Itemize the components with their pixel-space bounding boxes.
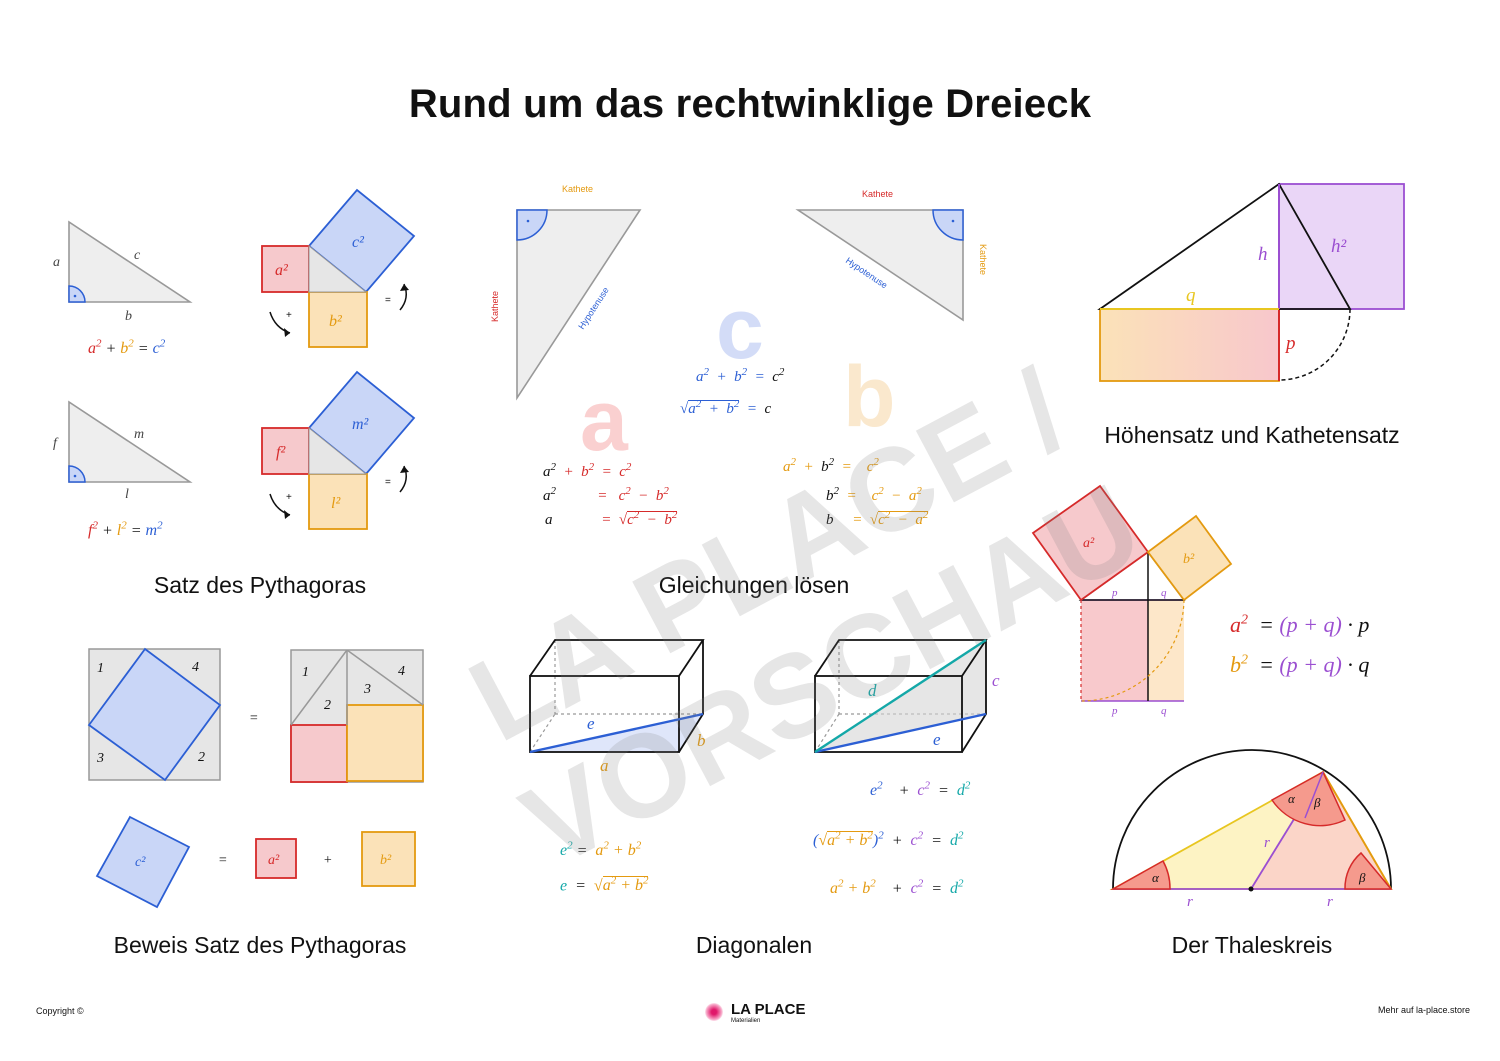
diag-d-eq-2: (√a2 + b2)2 + c2 = d2	[813, 830, 964, 850]
kathete-label-top: Kathete	[562, 184, 593, 194]
diag-e-eq-1: e2 = a2 + b2	[560, 840, 642, 860]
angle-alpha-label-1: α	[1152, 870, 1160, 885]
side-f-label: f	[53, 436, 59, 451]
diag-a-label: a	[600, 756, 609, 775]
svg-text:q: q	[1161, 705, 1167, 717]
big-letter-b: b	[843, 349, 896, 445]
big-letter-c: c	[716, 281, 764, 377]
svg-text:2: 2	[198, 750, 205, 765]
square-f2-label: f²	[276, 444, 286, 461]
diag-e-eq-2: e = √a2 + b2	[560, 875, 649, 895]
solve-b-eq-3: b = √c2 − a2	[826, 509, 929, 528]
radius-label-3: r	[1327, 894, 1333, 910]
svg-text:4: 4	[192, 660, 199, 675]
svg-text:b²: b²	[380, 853, 392, 868]
caption-gleichungen: Gleichungen lösen	[658, 572, 850, 598]
angle-beta-label-1: β	[1358, 870, 1366, 885]
diag-d-eq-3: a2 + b2 + c2 = d2	[830, 878, 964, 898]
solve-c-eq-1: a2 + b2 = c2	[696, 366, 785, 385]
diag-d-label: d	[868, 681, 877, 700]
svg-text:=: =	[385, 295, 391, 306]
segment-p-label: p	[1284, 333, 1296, 354]
angle-beta-label-2: β	[1313, 795, 1321, 810]
solve-b-eq-2: b2 = c2 − a2	[826, 485, 922, 504]
square-h2-label: h²	[1331, 236, 1347, 257]
solve-a-eq-2: a2 = c2 − b2	[543, 485, 669, 504]
radius-label-2: r	[1187, 894, 1193, 910]
caption-hoehensatz: Höhensatz und Kathetensatz	[1104, 422, 1400, 448]
square-l2-label: l²	[331, 495, 341, 512]
square-c2-label: c²	[352, 234, 365, 251]
svg-text:1: 1	[97, 661, 104, 676]
square-m2-label: m²	[352, 416, 370, 433]
segment-q-label: q	[1186, 285, 1196, 306]
square-a2-label: a²	[275, 262, 289, 279]
hypotenuse-label-1: Hypotenuse	[576, 285, 611, 331]
brand-sub: Materialien	[731, 1018, 761, 1024]
solve-a-eq-3: a = √c2 − b2	[545, 509, 678, 528]
svg-text:1: 1	[302, 665, 309, 680]
svg-text:p: p	[1111, 587, 1118, 599]
diag-e-label-1: e	[587, 714, 595, 733]
footer-copyright: Copyright ©	[36, 1006, 84, 1016]
caption-diagonalen: Diagonalen	[695, 932, 813, 958]
side-a-label: a	[53, 255, 60, 270]
svg-text:3: 3	[363, 682, 371, 697]
solve-c-eq-2: √a2 + b2 = c	[680, 398, 772, 417]
square-a2-label-kath: a²	[1083, 536, 1095, 551]
kathetensatz-equation-a: a2 = (p + q) · p	[1230, 612, 1370, 637]
height-h-label: h	[1258, 244, 1268, 265]
kathetensatz-equation-b: b2 = (p + q) · q	[1230, 652, 1370, 677]
pythagoras-equation-1: a2 + b2 = c2	[88, 338, 166, 358]
caption-beweis: Beweis Satz des Pythagoras	[113, 932, 407, 958]
svg-text:p: p	[1111, 705, 1118, 717]
diag-e-label-2: e	[933, 730, 941, 749]
svg-text:+: +	[323, 853, 332, 868]
big-letter-a: a	[580, 373, 628, 469]
solve-b-eq-1: a2 + b2 = c2	[783, 456, 879, 475]
solve-a-eq-1: a2 + b2 = c2	[543, 461, 632, 480]
angle-alpha-label-2: α	[1288, 791, 1296, 806]
side-m-label: m	[134, 427, 144, 442]
side-c-label: c	[134, 248, 141, 263]
radius-label-1: r	[1264, 835, 1270, 851]
square-b2-label-kath: b²	[1183, 552, 1195, 567]
footer-more-link[interactable]: Mehr auf la-place.store	[1378, 1005, 1471, 1015]
svg-text:c²: c²	[135, 855, 146, 870]
pythagoras-equation-2: f2 + l2 = m2	[88, 520, 163, 540]
svg-text:a²: a²	[268, 853, 280, 868]
svg-text:+: +	[286, 492, 292, 503]
kathete-label-top-2: Kathete	[862, 189, 893, 199]
side-b-label: b	[125, 309, 132, 324]
diag-d-eq-1: e2 + c2 = d2	[870, 780, 971, 800]
brand-dot-icon	[705, 1003, 723, 1021]
brand-name: LA PLACE	[731, 1001, 806, 1018]
svg-text:4: 4	[398, 664, 405, 679]
svg-text:2: 2	[324, 698, 331, 713]
svg-text:+: +	[286, 310, 292, 321]
side-l-label: l	[125, 487, 129, 502]
svg-text:q: q	[1161, 587, 1167, 599]
square-b2-label: b²	[329, 313, 343, 330]
svg-text:3: 3	[96, 751, 104, 766]
caption-pythagoras: Satz des Pythagoras	[153, 572, 367, 598]
caption-thales: Der Thaleskreis	[1171, 932, 1333, 958]
svg-text:=: =	[385, 477, 391, 488]
svg-text:=: =	[249, 711, 258, 726]
diag-b-label: b	[697, 731, 706, 750]
kathete-label-left: Kathete	[490, 291, 500, 322]
diag-c-label: c	[992, 671, 1000, 690]
svg-text:=: =	[218, 853, 227, 868]
hypotenuse-label-2: Hypotenuse	[844, 255, 889, 290]
kathete-label-right: Kathete	[978, 244, 988, 275]
page-title: Rund um das rechtwinklige Dreieck	[408, 82, 1092, 126]
